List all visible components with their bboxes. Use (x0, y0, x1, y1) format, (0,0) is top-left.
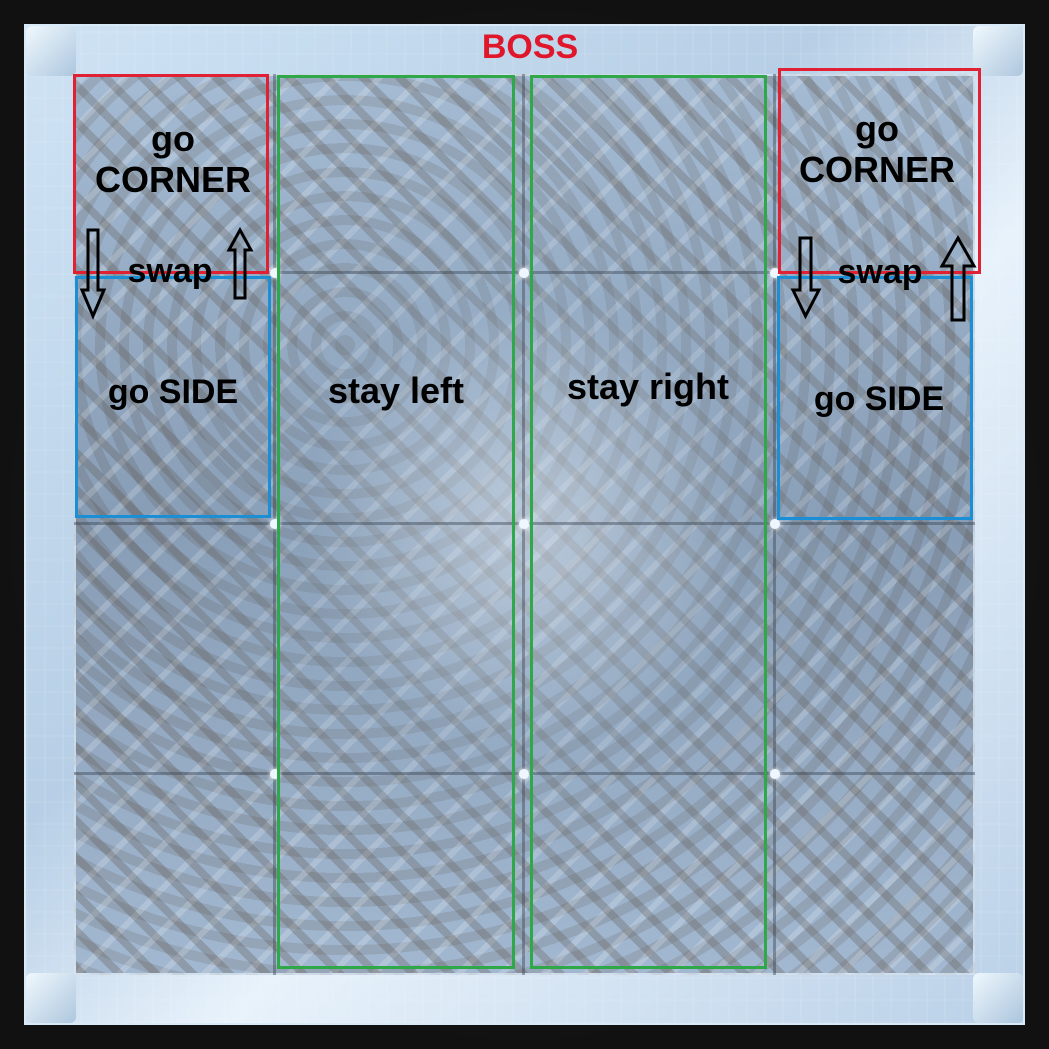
grid-marker (770, 268, 780, 278)
left-corner-label: go CORNER (80, 118, 266, 201)
right-corner-zone (778, 68, 981, 274)
right-corner-label-line1: go (855, 108, 899, 149)
down-arrow-icon (79, 228, 107, 320)
grid-marker (519, 769, 529, 779)
grid-marker (270, 519, 280, 529)
up-arrow-icon (939, 234, 977, 322)
right-corner-label-line2: CORNER (798, 149, 955, 191)
grid-marker (519, 268, 529, 278)
stay-right-zone (530, 75, 767, 969)
corner-ornament-top-right (973, 26, 1023, 76)
left-swap-label: swap (127, 252, 213, 290)
corner-ornament-bottom-right (973, 973, 1023, 1023)
right-side-zone (777, 276, 973, 520)
right-corner-label: go CORNER (784, 108, 970, 191)
grid-marker (519, 519, 529, 529)
right-swap-label: swap (837, 253, 923, 291)
left-corner-label-line2: CORNER (94, 159, 251, 201)
corner-ornament-top-left (26, 26, 76, 76)
corner-ornament-bottom-left (26, 973, 76, 1023)
stay-right-label: stay right (566, 366, 730, 407)
grid-marker (770, 769, 780, 779)
up-arrow-icon (226, 226, 254, 300)
left-side-label: go SIDE (107, 373, 239, 411)
grid-marker (270, 268, 280, 278)
left-side-zone (75, 276, 271, 518)
left-corner-label-line1: go (151, 118, 195, 159)
stay-left-zone (277, 75, 515, 969)
down-arrow-icon (790, 236, 822, 320)
boss-label: BOSS (481, 28, 579, 66)
grid-marker (270, 769, 280, 779)
stay-left-label: stay left (327, 370, 465, 411)
left-corner-zone (73, 74, 269, 274)
grid-marker (770, 519, 780, 529)
right-side-label: go SIDE (813, 380, 945, 418)
